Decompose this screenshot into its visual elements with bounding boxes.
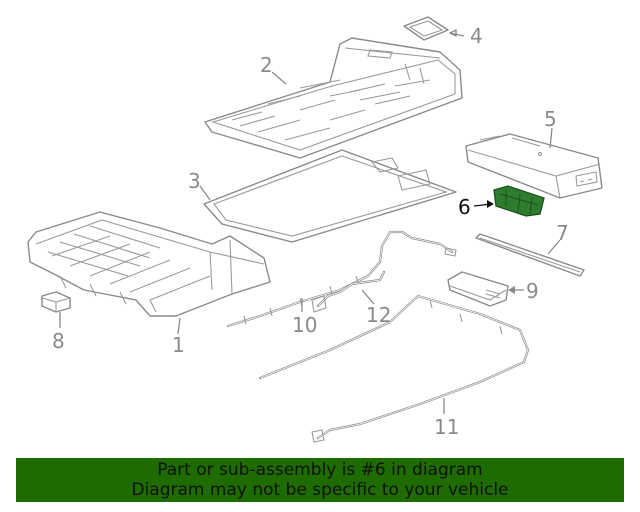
callout-12: 12 [366, 303, 391, 327]
callout-10: 10 [292, 313, 317, 337]
parts-diagram: 4 2 3 5 6 7 9 8 1 10 12 11 [27, 16, 603, 443]
part-6-bracket-highlighted[interactable] [493, 185, 545, 217]
callout-1: 1 [172, 333, 185, 357]
callout-2: 2 [260, 53, 273, 77]
callout-9: 9 [526, 279, 539, 303]
callout-5: 5 [544, 107, 557, 131]
callout-8: 8 [52, 329, 65, 353]
part-4-cover[interactable] [403, 16, 449, 41]
banner-line-1: Part or sub-assembly is #6 in diagram [157, 460, 483, 480]
callout-4: 4 [470, 24, 483, 48]
part-7-strip[interactable] [475, 233, 585, 277]
callout-3: 3 [188, 169, 201, 193]
part-11-harness[interactable] [258, 294, 530, 443]
callout-6: 6 [458, 195, 471, 219]
part-5-module[interactable] [465, 133, 603, 199]
part-3-seal[interactable] [203, 149, 457, 243]
callout-7: 7 [556, 221, 569, 245]
part-info-banner: Part or sub-assembly is #6 in diagram Di… [16, 458, 624, 502]
part-9-box[interactable] [447, 271, 509, 307]
part-8-clip[interactable] [41, 291, 71, 313]
part-12-harness[interactable] [311, 270, 386, 313]
part-2-upper-cover[interactable] [204, 37, 463, 159]
part-10-harness[interactable] [226, 230, 457, 328]
banner-line-2: Diagram may not be specific to your vehi… [131, 480, 509, 500]
part-1-tray[interactable] [27, 211, 271, 317]
callout-11: 11 [434, 415, 459, 439]
